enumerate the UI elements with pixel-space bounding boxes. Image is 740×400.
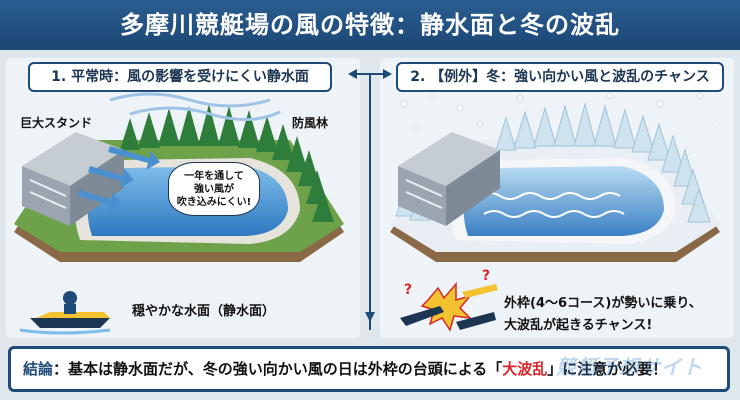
calm-water-caption: 穏やかな水面（静水面） (132, 304, 276, 319)
bubble-line: 一年を通して (184, 170, 244, 182)
left-stand (22, 132, 124, 226)
page-title: 多摩川競艇場の風の特徴：静水面と冬の波乱 (0, 0, 740, 50)
watermark-logo: 競艇予想サイト (556, 355, 703, 379)
bubble-line: 強い風が (194, 183, 234, 195)
collision-icon: ? ? (400, 268, 498, 332)
right-island (390, 140, 720, 262)
conclusion-box: 結論：基本は静水面だが、冬の強い向かい風の日は外枠の台頭による「大波乱」に注意が… (8, 346, 730, 392)
svg-text:?: ? (404, 282, 412, 298)
panel-heading-normal: 1. 平常時：風の影響を受けにくい静水面 (28, 62, 332, 92)
left-boat-icon (19, 291, 111, 335)
winter-caption-line2: 大波乱が起きるチャンス! (504, 318, 653, 333)
wind-speech-bubble: 一年を通して 強い風が 吹き込みにくい! (168, 162, 260, 216)
right-stand (398, 132, 500, 226)
conclusion-lead: 結論 (23, 360, 54, 378)
conclusion-text-end: 」に注意が必要！ (547, 360, 668, 378)
winter-caption-line1: 外枠(4〜6コース)が勢いに乗り、 (504, 296, 702, 311)
svg-text:?: ? (482, 268, 490, 284)
left-forest (120, 104, 334, 222)
bubble-line: 吹き込みにくい! (176, 196, 252, 208)
forest-label: 防風林 (292, 116, 329, 130)
panel-heading-winter: 2. 【例外】冬：強い向かい風と波乱のチャンス (396, 62, 724, 92)
stand-label: 巨大スタンド (20, 116, 93, 130)
conclusion-highlight: 大波乱 (502, 360, 548, 378)
snowflake-icons (400, 93, 716, 131)
conclusion-text: ：基本は静水面だが、冬の強い向かい風の日は外枠の台頭による「 (53, 360, 503, 378)
